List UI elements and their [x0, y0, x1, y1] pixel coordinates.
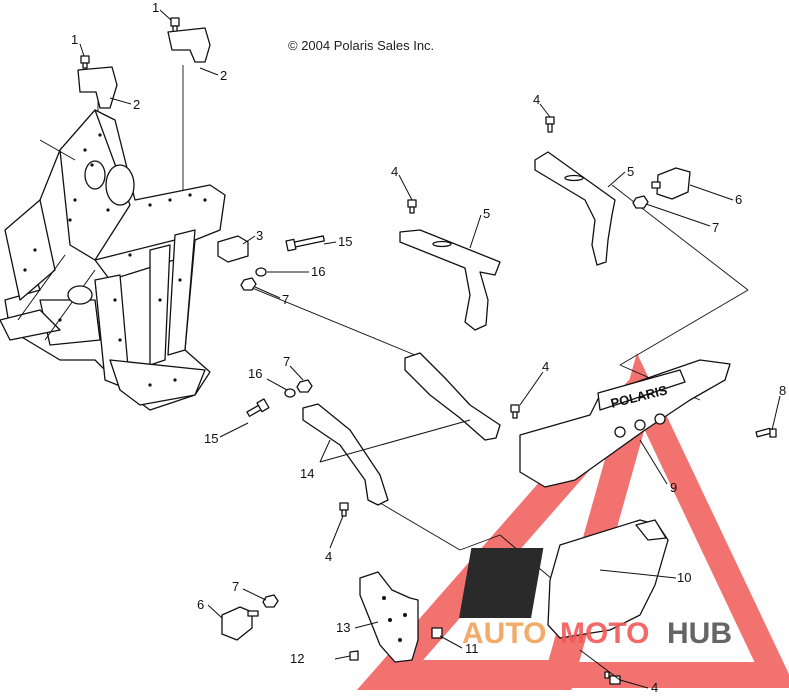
- bracket-part-2-left: [77, 66, 118, 109]
- callout-1: 1: [152, 0, 159, 15]
- callout-2: 2: [220, 68, 227, 83]
- nut-part-7-right: [632, 195, 649, 209]
- skid-plate-part-10: [459, 519, 669, 639]
- callout-6: 6: [197, 597, 204, 612]
- callout-labels: 1 1 2 2 3 15 16 7 4 5 4 5 6 7 7 16 15 4 …: [71, 0, 786, 695]
- spacer-part-3: [217, 235, 249, 263]
- callout-15: 15: [204, 431, 218, 446]
- callout-16: 16: [248, 366, 262, 381]
- clip-part-11: [431, 627, 443, 639]
- callout-1: 1: [71, 32, 78, 47]
- callout-13: 13: [336, 620, 350, 635]
- callout-7: 7: [282, 292, 289, 307]
- bolt-part-1-left: [80, 55, 90, 69]
- bolt-part-4-top: [545, 116, 555, 133]
- support-arm-part-14-upper: [404, 352, 501, 441]
- callout-2: 2: [133, 97, 140, 112]
- bolt-part-8: [755, 427, 777, 438]
- callout-4: 4: [651, 680, 658, 695]
- bolt-part-15-upper: [285, 235, 325, 252]
- guard-bracket-part-13: [359, 571, 419, 663]
- callout-3: 3: [256, 228, 263, 243]
- callout-4: 4: [391, 164, 398, 179]
- bolt-part-4-lower: [339, 502, 349, 517]
- screw-part-12: [334, 650, 359, 661]
- callout-11: 11: [465, 641, 479, 656]
- callout-6: 6: [735, 192, 742, 207]
- callout-14: 14: [300, 466, 314, 481]
- nut-part-7-upper: [240, 277, 257, 291]
- nut-part-7-middle: [296, 379, 313, 393]
- support-arm-part-14-lower: [302, 403, 389, 506]
- watermark-text: AUTO MOTO HUB: [462, 617, 732, 650]
- copyright-notice: © 2004 Polaris Sales Inc.: [288, 38, 434, 53]
- callout-16: 16: [311, 264, 325, 279]
- washer-part-16-upper: [255, 267, 267, 277]
- callout-7: 7: [232, 579, 239, 594]
- callout-15: 15: [338, 234, 352, 249]
- callout-10: 10: [677, 570, 691, 585]
- callout-12: 12: [290, 651, 304, 666]
- assembly-lines: [97, 65, 749, 591]
- watermark-text-hub: HUB: [667, 617, 732, 650]
- mount-bracket-part-5-middle: [399, 229, 501, 331]
- washer-part-16-middle: [284, 388, 296, 398]
- callout-9: 9: [670, 480, 677, 495]
- bolt-part-4-middle: [407, 199, 417, 214]
- front-bumper-part-9: POLARIS: [519, 359, 731, 488]
- frame-assembly: [0, 109, 226, 411]
- callout-4: 4: [542, 359, 549, 374]
- leader-lines: [79, 9, 781, 689]
- nut-part-7-lower: [262, 594, 279, 608]
- light-part-6-lower: [221, 606, 259, 641]
- callout-8: 8: [779, 383, 786, 398]
- skid-plate-grille: [459, 548, 544, 618]
- bolt-part-4-arm: [510, 404, 520, 419]
- callout-5: 5: [627, 164, 634, 179]
- callout-4: 4: [325, 549, 332, 564]
- mount-bracket-part-5-right: [534, 151, 616, 266]
- bolt-part-15-lower: [246, 398, 270, 417]
- callout-7: 7: [712, 220, 719, 235]
- callout-7: 7: [283, 354, 290, 369]
- bracket-part-2-top: [167, 27, 211, 63]
- light-part-6-upper: [651, 167, 691, 200]
- callout-5: 5: [483, 206, 490, 221]
- bolt-part-1-top: [170, 17, 180, 33]
- callout-4: 4: [533, 92, 540, 107]
- watermark-text-auto: AUTO: [462, 617, 546, 650]
- watermark-text-moto: MOTO: [560, 617, 649, 650]
